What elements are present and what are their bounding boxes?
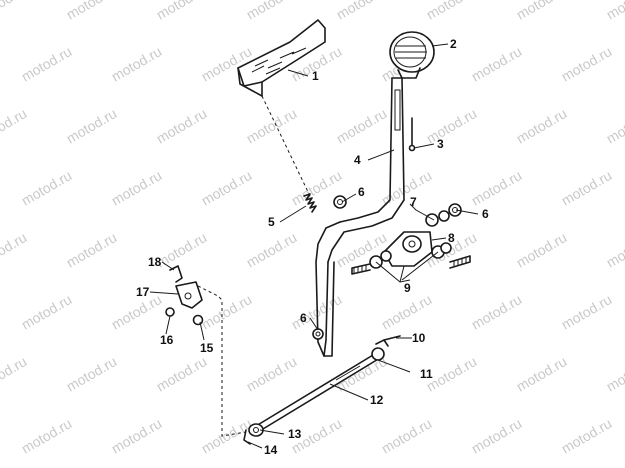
part-15-nut xyxy=(192,314,204,326)
callout-4: 4 xyxy=(354,153,361,167)
callout-2: 2 xyxy=(450,37,457,51)
watermark-text: motod.ru xyxy=(424,105,480,146)
watermark-text: motod.ru xyxy=(19,415,75,456)
watermark-text: motod.ru xyxy=(469,43,525,84)
callout-6-lower: 6 xyxy=(300,311,307,325)
part-16-pin xyxy=(165,307,175,317)
watermark-text: motod.ru xyxy=(199,291,255,332)
callout-17: 17 xyxy=(136,285,150,299)
watermark-text: motod.ru xyxy=(154,229,210,270)
watermark-text: motod.ru xyxy=(424,0,480,23)
callout-labels: 1 2 3 4 5 6 6 6 7 8 9 10 11 12 13 14 15 … xyxy=(136,37,489,457)
watermark-text: motod.ru xyxy=(0,229,29,270)
watermark-text: motod.ru xyxy=(0,0,29,23)
watermark-text: motod.ru xyxy=(469,291,525,332)
callout-16: 16 xyxy=(160,333,174,347)
part-6-nut-lower xyxy=(312,328,324,340)
callout-6-right: 6 xyxy=(482,207,489,221)
watermark-text: motod.ru xyxy=(154,353,210,394)
part-11-clevis xyxy=(371,339,389,361)
part-5-return-spring xyxy=(261,95,317,213)
watermark-text: motod.ru xyxy=(469,167,525,208)
part-12-brake-rod xyxy=(255,351,381,433)
part-18-clip xyxy=(169,265,183,283)
callout-10: 10 xyxy=(412,331,426,345)
watermark-text: motod.ru xyxy=(334,105,390,146)
part-3-pin xyxy=(408,117,416,152)
watermark-text: motod.ru xyxy=(604,0,625,23)
callout-6-upper: 6 xyxy=(358,185,365,199)
watermark-text: motod.ru xyxy=(19,43,75,84)
callout-13: 13 xyxy=(288,427,302,441)
watermark-text: motod.ru xyxy=(64,0,120,23)
watermark-text: motod.ru xyxy=(244,353,300,394)
watermark-text: motod.ru xyxy=(514,0,570,23)
watermark-text: motod.ru xyxy=(379,291,435,332)
watermark-text: motod.ru xyxy=(199,415,255,456)
callout-15: 15 xyxy=(200,341,214,355)
leader-lines xyxy=(149,43,479,449)
connection-dashed-frame xyxy=(197,285,247,437)
watermark-text: motod.ru xyxy=(0,105,29,146)
part-10-pin xyxy=(383,335,401,341)
part-14-ball-joint xyxy=(243,429,251,445)
callout-5: 5 xyxy=(268,215,275,229)
watermark-text: motod.ru xyxy=(199,167,255,208)
callout-18: 18 xyxy=(148,255,162,269)
watermark-text: motod.ru xyxy=(19,291,75,332)
callout-9: 9 xyxy=(404,281,411,295)
callout-11: 11 xyxy=(420,367,433,381)
callout-7: 7 xyxy=(410,195,417,209)
callout-1: 1 xyxy=(312,69,319,83)
watermark-text: motod.ru xyxy=(64,353,120,394)
watermark-text: motod.ru xyxy=(109,43,165,84)
pivot-bolts xyxy=(351,255,471,275)
watermark-text: motod.ru xyxy=(604,229,625,270)
watermark-text: motod.ru xyxy=(559,415,615,456)
callout-3: 3 xyxy=(437,137,444,151)
watermark-text: motod.ru xyxy=(559,291,615,332)
callout-8: 8 xyxy=(448,231,455,245)
watermark-text: motod.ru xyxy=(244,229,300,270)
part-7-washer xyxy=(425,210,450,227)
watermark-text: motod.ru xyxy=(514,105,570,146)
watermark-text: motod.ru xyxy=(244,105,300,146)
part-17-bracket xyxy=(175,281,203,309)
watermark-text: motod.ru xyxy=(559,43,615,84)
watermark-text: motod.ru xyxy=(559,167,615,208)
watermark-text: motod.ru xyxy=(604,353,625,394)
part-6-nut-right xyxy=(448,203,462,217)
callout-14: 14 xyxy=(264,443,278,457)
part-4-pedal-arm xyxy=(315,77,405,357)
watermark-text: motod.ru xyxy=(379,415,435,456)
watermark-text: motod.ru xyxy=(154,105,210,146)
watermark-text: motod.ru xyxy=(514,353,570,394)
watermark-text: motod.ru xyxy=(19,167,75,208)
callout-12: 12 xyxy=(370,393,384,407)
watermark-text: motod.ru xyxy=(334,0,390,23)
watermark-text: motod.ru xyxy=(0,353,29,394)
watermark-text: motod.ru xyxy=(64,105,120,146)
watermark-text: motod.ru xyxy=(64,229,120,270)
watermark-text: motod.ru xyxy=(154,0,210,23)
watermark-text: motod.ru xyxy=(244,0,300,23)
watermark-text: motod.ru xyxy=(604,105,625,146)
watermark-text: motod.ru xyxy=(469,415,525,456)
part-6-nut-upper-left xyxy=(333,195,347,209)
part-1-floor-bracket xyxy=(237,19,326,97)
watermark-text: motod.ru xyxy=(109,415,165,456)
watermark-text: motod.ru xyxy=(514,229,570,270)
watermark-text: motod.ru xyxy=(109,167,165,208)
part-2-pedal-pad xyxy=(389,31,435,79)
